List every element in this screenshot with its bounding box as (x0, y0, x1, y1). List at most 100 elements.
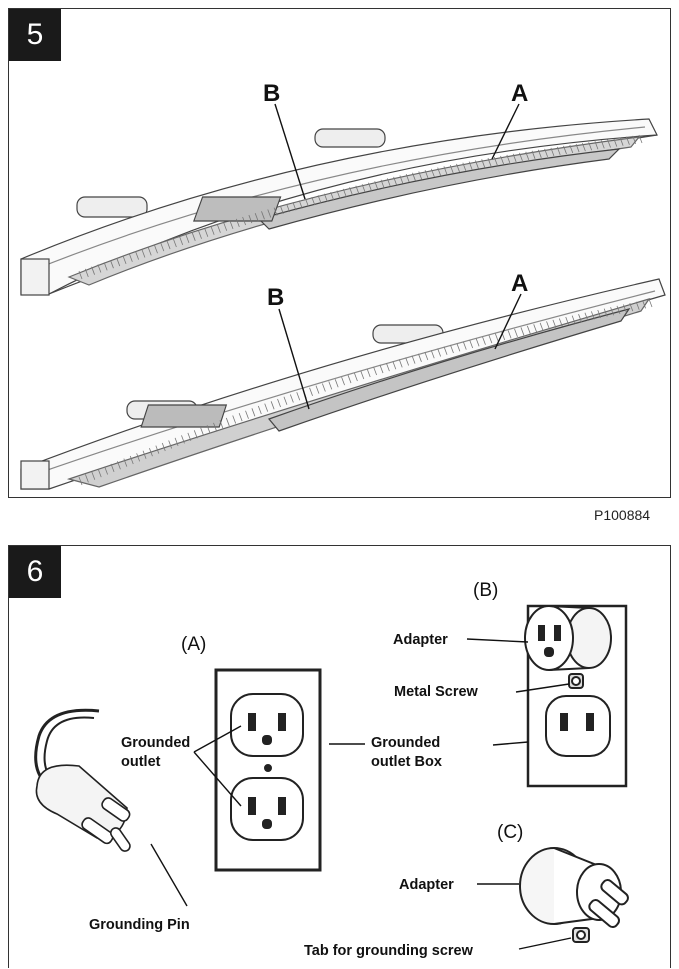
louver-tick (520, 327, 525, 336)
louver-tick (411, 355, 416, 364)
louver-tick (648, 298, 653, 308)
louver-tick (629, 302, 634, 312)
louver-tick (635, 301, 640, 310)
louver-tick (166, 240, 171, 250)
adapter-b-label: Adapter (393, 632, 448, 648)
adapter-c-illustration (519, 847, 629, 943)
louver-tick (590, 311, 595, 320)
louver-tick (468, 161, 473, 170)
grounded-outlet-label-line2: outlet (121, 754, 161, 770)
louver-tick (558, 318, 563, 327)
louver-tick (229, 220, 234, 229)
louver-tick (277, 398, 281, 408)
louver-tick (533, 324, 538, 333)
louver-tick (525, 151, 530, 160)
top-post-right (314, 128, 386, 148)
louver-tick (597, 309, 602, 319)
louver-tick (336, 190, 341, 199)
louver-tick (198, 230, 202, 239)
louver-tick (91, 471, 96, 480)
tab-grounding-screw-label: Tab for grounding screw (304, 943, 474, 959)
louver-tick (531, 150, 536, 159)
louver-tick (85, 474, 89, 483)
louver-tick (360, 370, 365, 380)
label-a-top: A (511, 80, 528, 107)
louver-tick (321, 383, 326, 392)
louver-tick (418, 171, 423, 180)
louver-tick (270, 401, 275, 410)
section-b-label: (B) (473, 580, 498, 601)
louver-tick (311, 196, 316, 206)
louver-tick (168, 440, 173, 449)
louver-tick (191, 232, 196, 241)
louver-tick (225, 417, 230, 427)
louver-tick (317, 195, 322, 204)
louver-tick (232, 415, 237, 424)
louver-tick (160, 243, 165, 252)
louver-tick (613, 138, 618, 147)
louver-tick (623, 304, 627, 313)
louver-tick (366, 368, 371, 378)
louver-tick (149, 448, 153, 457)
grounded-box-label-line2: outlet Box (371, 754, 442, 770)
louver-tick (116, 257, 121, 267)
grounded-plug-illustration (34, 708, 131, 852)
louver-tick (481, 159, 486, 168)
louver-tick (264, 403, 269, 412)
figure-code: P100884 (594, 507, 651, 523)
louver-tick (223, 222, 228, 231)
louver-tick (544, 148, 548, 157)
louver-tick (91, 266, 95, 275)
grounding-pin-label: Grounding Pin (89, 917, 190, 933)
louver-tick (506, 154, 511, 164)
louver-tick (462, 162, 467, 171)
louver-tick (519, 152, 523, 161)
louver-tick (245, 410, 249, 419)
louver-tick (129, 455, 134, 465)
louver-tick (475, 338, 480, 347)
louver-tick (456, 163, 460, 173)
louver-tick (289, 394, 294, 403)
louver-tick (257, 405, 262, 415)
louver-tick (235, 218, 240, 228)
louver-tick (424, 170, 429, 179)
louver-tick (117, 461, 121, 470)
louver-tick (103, 262, 108, 271)
grounded-outlet-box (214, 668, 322, 872)
louver-tick (298, 200, 303, 209)
louver-tick (494, 333, 499, 342)
louver-tick (449, 165, 454, 174)
louver-tick (552, 319, 557, 329)
louver-tick (600, 140, 605, 149)
louver-tick (482, 336, 486, 345)
louver-tick (462, 341, 467, 350)
louver-tick (638, 134, 643, 144)
louver-tick (418, 353, 422, 362)
louver-tick (626, 136, 630, 145)
louver-tick (248, 214, 253, 224)
louver-tick (349, 187, 353, 196)
louver-tick (578, 314, 582, 323)
louver-tick (261, 211, 265, 220)
louver-tick (342, 188, 347, 198)
louver-tick (154, 245, 158, 254)
louver-tick (97, 264, 102, 273)
louver-tick (242, 216, 246, 226)
louver-tick (539, 322, 544, 331)
label-b-bottom: B (267, 284, 284, 311)
louver-tick (594, 141, 599, 150)
louver-tick (443, 346, 448, 355)
louver-tick (399, 175, 404, 184)
louver-tick (569, 144, 574, 154)
louver-tick (392, 361, 397, 370)
louver-tick (437, 167, 442, 176)
louver-tick (507, 330, 512, 339)
louver-tick (267, 209, 272, 218)
louver-tick (437, 348, 442, 357)
louver-tick (254, 213, 259, 222)
section-c-label: (C) (497, 822, 523, 843)
bottom-channel-a (267, 308, 631, 432)
louver-tick (563, 145, 567, 155)
louver-tick (405, 174, 410, 183)
louver-tick (110, 463, 115, 472)
